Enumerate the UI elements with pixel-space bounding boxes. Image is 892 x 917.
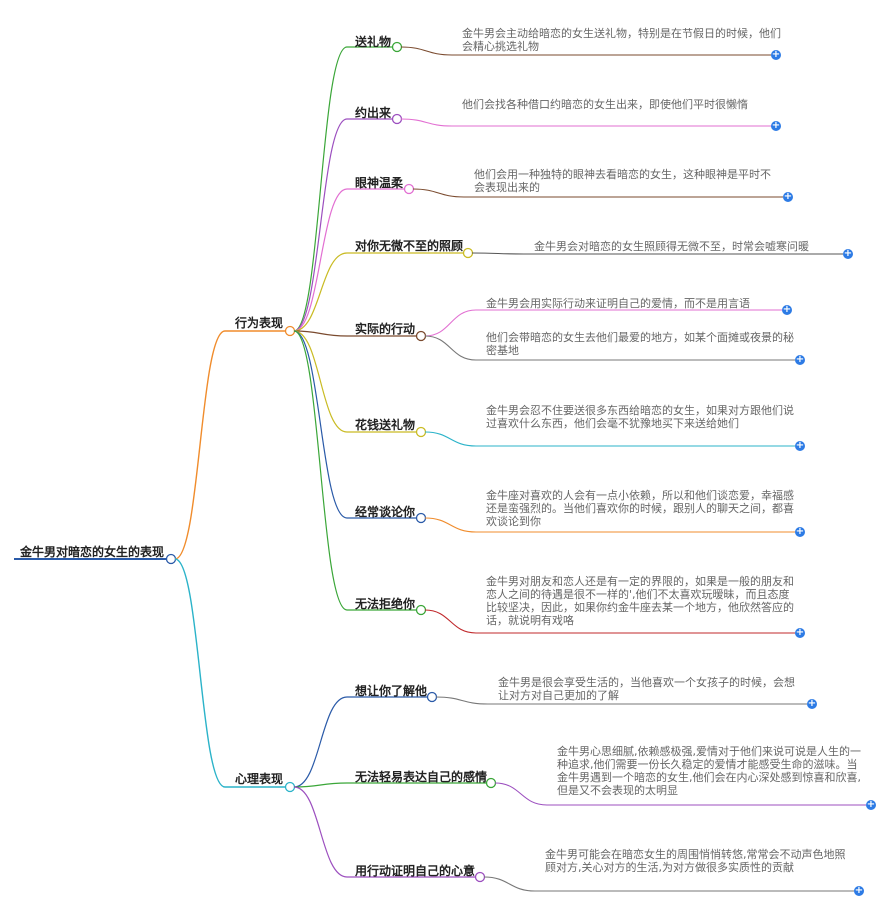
note-connector bbox=[412, 188, 465, 198]
note-connector bbox=[435, 696, 489, 705]
detail-note: 金牛男是很会享受生活的，当他喜欢一个女孩子的时候，会想让对方对自己更加的了解 bbox=[498, 676, 795, 702]
expand-plus-icon[interactable]: + bbox=[807, 698, 817, 709]
subtopic-connector bbox=[293, 786, 348, 878]
note-connector bbox=[400, 118, 453, 127]
subtopic-collapse-toggle[interactable] bbox=[485, 777, 497, 789]
expand-plus-icon[interactable]: + bbox=[771, 120, 781, 131]
expand-plus-icon[interactable]: + bbox=[854, 885, 864, 896]
note-connector bbox=[424, 335, 477, 361]
detail-note: 金牛男会对暗恋的女生照顾得无微不至，时常会嘘寒问暖 bbox=[534, 240, 809, 253]
expand-plus-icon[interactable]: + bbox=[795, 627, 805, 638]
detail-note: 金牛男会主动给暗恋的女生送礼物，特别是在节假日的时候，他们会精心挑选礼物 bbox=[462, 27, 781, 53]
detail-note: 金牛男对朋友和恋人还是有一定的界限的，如果是一般的朋友和恋人之间的待遇是很不一样… bbox=[486, 575, 794, 627]
note-connector bbox=[424, 517, 477, 533]
subtopic-collapse-toggle[interactable] bbox=[474, 871, 486, 883]
note-connector bbox=[424, 309, 477, 337]
root-collapse-toggle[interactable] bbox=[165, 553, 177, 565]
subtopic-collapse-toggle[interactable] bbox=[391, 113, 403, 125]
branch-topic[interactable]: 心理表现 bbox=[235, 772, 284, 786]
subtopic-connector bbox=[293, 330, 348, 519]
expand-plus-icon[interactable]: + bbox=[795, 440, 805, 451]
note-connector bbox=[471, 252, 525, 255]
note-connector bbox=[424, 609, 477, 634]
subtopic-collapse-toggle[interactable] bbox=[391, 41, 403, 53]
note-connector bbox=[400, 46, 453, 56]
subtopic[interactable]: 实际的行动 bbox=[355, 322, 416, 336]
subtopic-collapse-toggle[interactable] bbox=[415, 604, 427, 616]
branch-collapse-toggle[interactable] bbox=[284, 781, 296, 793]
expand-plus-icon[interactable]: + bbox=[795, 354, 805, 365]
detail-note: 他们会用一种独特的眼神去看暗恋的女生，这种眼神是平时不会表现出来的 bbox=[474, 168, 771, 194]
subtopic[interactable]: 用行动证明自己的心意 bbox=[355, 864, 476, 878]
note-connector bbox=[424, 431, 477, 447]
expand-plus-icon[interactable]: + bbox=[843, 248, 853, 259]
subtopic-connector bbox=[293, 696, 348, 788]
subtopic-connector bbox=[293, 188, 348, 332]
branch-topic[interactable]: 行为表现 bbox=[235, 316, 284, 330]
subtopic[interactable]: 送礼物 bbox=[355, 35, 392, 49]
branch-collapse-toggle[interactable] bbox=[284, 325, 296, 337]
subtopic-collapse-toggle[interactable] bbox=[403, 183, 415, 195]
detail-note: 金牛男会用实际行动来证明自己的爱情，而不是用言语 bbox=[486, 297, 750, 310]
subtopic[interactable]: 花钱送礼物 bbox=[355, 418, 416, 432]
subtopic-connector bbox=[293, 46, 348, 332]
detail-note: 他们会带暗恋的女生去他们最爱的地方，如某个面摊或夜景的秘密基地 bbox=[486, 331, 794, 357]
subtopic-connector bbox=[293, 118, 348, 332]
subtopic-collapse-toggle[interactable] bbox=[415, 512, 427, 524]
subtopic-collapse-toggle[interactable] bbox=[426, 691, 438, 703]
detail-note: 金牛男可能会在暗恋女生的周围悄悄转悠,常常会不动声色地照顾对方,关心对方的生活,… bbox=[545, 848, 846, 874]
subtopic[interactable]: 经常谈论你 bbox=[355, 505, 416, 519]
expand-plus-icon[interactable]: + bbox=[771, 49, 781, 60]
note-connector bbox=[483, 876, 536, 892]
note-connector bbox=[494, 782, 548, 806]
detail-note: 他们会找各种借口约暗恋的女生出来，即使他们平时很懒惰 bbox=[462, 98, 748, 111]
subtopic-collapse-toggle[interactable] bbox=[462, 247, 474, 259]
expand-plus-icon[interactable]: + bbox=[783, 191, 793, 202]
expand-plus-icon[interactable]: + bbox=[795, 526, 805, 537]
detail-note: 金牛男心思细腻,依赖感极强,爱情对于他们来说可说是人生的一种追求,他们需要一份长… bbox=[557, 745, 861, 797]
subtopic-connector bbox=[293, 330, 348, 337]
subtopic-connector bbox=[293, 330, 348, 433]
detail-note: 金牛男会忍不住要送很多东西给暗恋的女生，如果对方跟他们说过喜欢什么东西，他们会毫… bbox=[486, 404, 794, 430]
branch-connector bbox=[174, 330, 226, 560]
subtopic[interactable]: 无法轻易表达自己的感情 bbox=[355, 770, 488, 784]
subtopic-connector bbox=[293, 782, 348, 788]
subtopic[interactable]: 眼神温柔 bbox=[355, 176, 404, 190]
subtopic-connector bbox=[293, 252, 348, 332]
subtopic-collapse-toggle[interactable] bbox=[415, 426, 427, 438]
subtopic[interactable]: 想让你了解他 bbox=[355, 684, 428, 698]
subtopic[interactable]: 约出来 bbox=[355, 106, 392, 120]
subtopic[interactable]: 对你无微不至的照顾 bbox=[355, 239, 464, 253]
root-topic[interactable]: 金牛男对暗恋的女生的表现 bbox=[20, 545, 165, 559]
subtopic[interactable]: 无法拒绝你 bbox=[355, 597, 416, 611]
expand-plus-icon[interactable]: + bbox=[782, 304, 792, 315]
subtopic-connector bbox=[293, 330, 348, 611]
subtopic-collapse-toggle[interactable] bbox=[415, 330, 427, 342]
detail-note: 金牛座对喜欢的人会有一点小依赖，所以和他们谈恋爱，幸福感还是蛮强烈的。当他们喜欢… bbox=[486, 489, 794, 528]
branch-connector bbox=[174, 558, 226, 788]
expand-plus-icon[interactable]: + bbox=[866, 799, 876, 810]
